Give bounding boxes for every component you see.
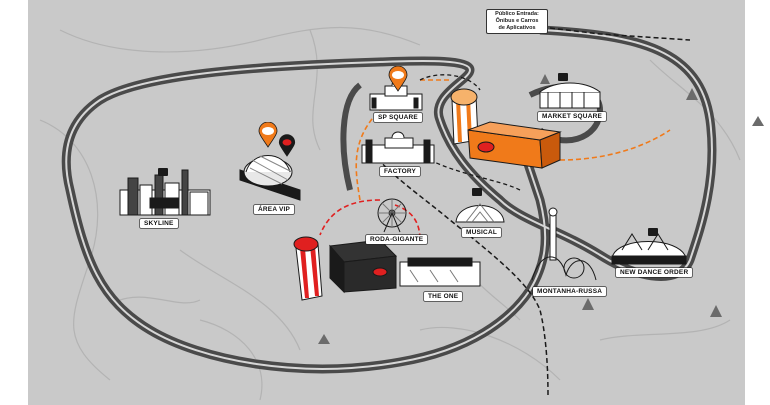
new-dance-order-stage	[611, 233, 687, 265]
orange-route	[355, 79, 671, 201]
sp-square-building	[369, 79, 423, 111]
black-location-pin-icon	[278, 134, 296, 157]
musical-tent	[455, 203, 505, 223]
ferris-wheel	[377, 198, 407, 233]
trees	[318, 74, 764, 344]
favorite-badges	[158, 73, 658, 236]
label-musical[interactable]: MUSICAL	[462, 228, 502, 237]
entrance-line-1: Público Entrada:	[495, 11, 539, 17]
label-area-vip[interactable]: ÁREA VIP	[254, 205, 295, 214]
black-route	[419, 74, 521, 191]
label-new-dance-order[interactable]: NEW DANCE ORDER	[616, 268, 693, 277]
the-one-building	[399, 257, 481, 287]
entrance-line-3: de Aplicativos	[498, 25, 536, 31]
public-entrance-note: Público Entrada: Ônibus e Carros de Apli…	[486, 9, 548, 34]
roller-coaster	[531, 207, 597, 281]
the-one-stage	[293, 236, 398, 301]
label-skyline[interactable]: SKYLINE	[140, 219, 178, 228]
entrance-line-2: Ônibus e Carros	[495, 18, 539, 24]
label-montanha-russa[interactable]: MONTANHA-RUSSA	[533, 287, 607, 296]
container-truck	[467, 121, 562, 169]
area-vip-building	[239, 155, 301, 201]
skyline-building	[119, 169, 211, 216]
orange-location-pin-icon	[388, 66, 408, 92]
factory-building	[361, 131, 435, 164]
market-square-building	[539, 82, 601, 109]
entrance-route	[369, 27, 691, 396]
label-market-square[interactable]: MARKET SQUARE	[538, 112, 607, 121]
label-roda-gigante[interactable]: RODA-GIGANTE	[366, 235, 428, 244]
label-factory[interactable]: FACTORY	[380, 167, 421, 176]
label-sp-square[interactable]: SP SQUARE	[374, 113, 422, 122]
label-the-one[interactable]: THE ONE	[424, 292, 463, 301]
orange-location-pin-icon	[258, 122, 278, 148]
